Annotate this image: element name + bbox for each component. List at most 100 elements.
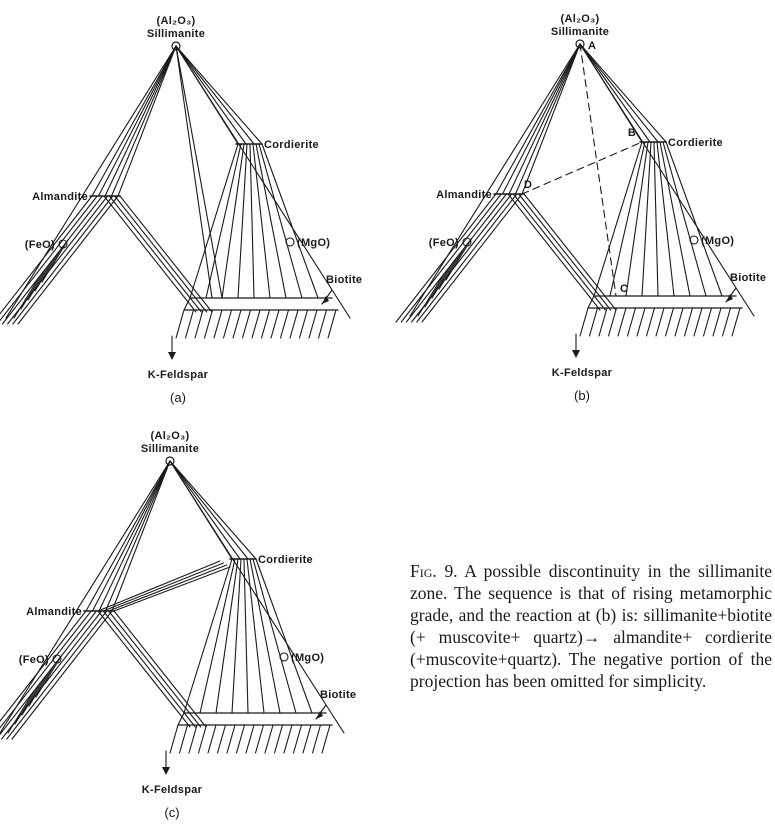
fan-line-alm xyxy=(104,460,171,612)
biotite-label: Biotite xyxy=(730,272,766,284)
left-band-line xyxy=(27,257,55,301)
kfeldspar-tie-line xyxy=(226,724,236,754)
mgo-label: (MgO) xyxy=(701,235,734,247)
apex-biotite-line xyxy=(175,45,213,299)
cordierite-biotite-tie xyxy=(258,143,303,299)
kfeldspar-tie-line xyxy=(731,307,741,337)
kfeldspar-tie-line xyxy=(232,309,242,339)
kfeldspar-tie-line xyxy=(645,307,656,337)
kfeldspar-tie-line xyxy=(674,307,684,337)
kfeldspar-tie-line xyxy=(194,309,204,339)
kfeldspar-tie-line xyxy=(579,307,589,337)
kfeldspar-tie-line xyxy=(216,724,227,754)
left-band-line xyxy=(21,672,49,716)
left-band-line xyxy=(445,237,473,281)
cordierite-biotite-tie xyxy=(653,141,659,297)
almandite-label: Almandite xyxy=(32,191,88,203)
kfeldspar-tie-line xyxy=(207,724,217,754)
alm-cord-tie xyxy=(102,562,224,612)
left-band-line xyxy=(14,681,42,725)
kfeldspar-tie-line xyxy=(712,307,722,337)
kfeldspar-tie-line xyxy=(273,724,284,754)
left-band-line xyxy=(417,273,445,317)
fan-line-alm xyxy=(514,43,581,195)
kfeldspar-tie-line xyxy=(607,307,618,337)
almandite-label: Almandite xyxy=(436,189,492,201)
fan-line-cord xyxy=(579,43,659,143)
cordierite-biotite-tie xyxy=(665,141,723,297)
kfeldspar-tie-line xyxy=(321,724,331,754)
cordierite-biotite-tie xyxy=(261,143,319,299)
apex-formula-label: (Al₂O₃) xyxy=(151,430,190,442)
cordierite-biotite-tie xyxy=(656,141,675,297)
cordierite-biotite-tie xyxy=(243,558,249,714)
kfeldspar-tie-line xyxy=(302,724,312,754)
kfeldspar-tie-line xyxy=(235,724,246,754)
biotite-arrow-head xyxy=(316,711,323,719)
almandite-band-line xyxy=(416,193,518,323)
alm-biotite-band xyxy=(523,193,617,311)
left-band-line xyxy=(13,275,41,319)
cordierite-biotite-tie xyxy=(249,558,281,714)
alm-biotite-band xyxy=(512,193,606,311)
cordierite-biotite-tie xyxy=(255,558,313,714)
kfeldspar-tie-line xyxy=(264,724,274,754)
point-C-label: C xyxy=(620,283,628,295)
triangle-left-side xyxy=(0,460,171,734)
kfeldspar-tie-line xyxy=(311,724,322,754)
fan-line-alm xyxy=(111,460,171,612)
apex-mineral-label: Sillimanite xyxy=(141,443,199,455)
biotite-label: Biotite xyxy=(326,274,362,286)
almandite-band-line xyxy=(400,193,502,323)
almandite-band-line xyxy=(0,610,87,722)
biotite-arrow-head xyxy=(322,296,329,304)
kfeldspar-tie-line xyxy=(245,724,255,754)
caption-lead: Fig. 9. xyxy=(410,561,458,581)
fan-line-cord xyxy=(175,45,263,145)
kfeldspar-arrow-head xyxy=(572,350,580,358)
cordierite-biotite-tie xyxy=(249,143,255,299)
left-band-line xyxy=(438,246,466,290)
kfeldspar-tie-line xyxy=(283,724,293,754)
alm-biotite-band xyxy=(108,610,202,728)
panel-label: (c) xyxy=(164,805,179,820)
fan-line-alm xyxy=(117,45,177,197)
left-band-line xyxy=(431,255,459,299)
kfeldspar-label: K-Feldspar xyxy=(142,784,203,796)
figure-caption: Fig. 9. A possible discontinuity in the … xyxy=(410,560,772,692)
kfeldspar-tie-line xyxy=(178,724,189,754)
kfeldspar-tie-line xyxy=(683,307,694,337)
kfeldspar-tie-line xyxy=(169,724,179,754)
feo-point xyxy=(52,654,62,664)
biotite-bar-end xyxy=(177,712,185,726)
kfeldspar-tie-line xyxy=(188,724,198,754)
mgo-label: (MgO) xyxy=(291,652,324,664)
kfeldspar-tie-line xyxy=(260,309,271,339)
kfeldspar-tie-line xyxy=(636,307,646,337)
fan-line-cord xyxy=(169,460,233,560)
left-band-line xyxy=(34,248,62,292)
almandite-band-line xyxy=(421,193,523,323)
kfeldspar-tie-line xyxy=(222,309,233,339)
cordierite-biotite-tie xyxy=(252,558,297,714)
point-B-label: B xyxy=(628,127,636,139)
almandite-band-line xyxy=(395,193,497,323)
kfeldspar-tie-line xyxy=(213,309,223,339)
cordierite-biotite-tie xyxy=(625,141,649,297)
kfeldspar-tie-line xyxy=(626,307,637,337)
caption-text: A possible discontinuity in the silliman… xyxy=(410,561,772,691)
kfeldspar-label: K-Feldspar xyxy=(552,367,613,379)
kfeldspar-tie-line xyxy=(693,307,703,337)
fan-line-alm xyxy=(85,460,171,612)
kfeldspar-tie-line xyxy=(598,307,608,337)
fan-line-cord xyxy=(175,45,255,145)
triangle-left-side xyxy=(409,43,581,317)
cordierite-biotite-tie xyxy=(237,143,248,299)
alm-biotite-band xyxy=(518,193,612,311)
cordierite-biotite-tie xyxy=(593,141,643,297)
cordierite-label: Cordierite xyxy=(668,137,723,149)
almandite-band-line xyxy=(11,610,113,740)
kfeldspar-tie-line xyxy=(655,307,665,337)
cordierite-biotite-tie xyxy=(659,141,691,297)
fan-line-cord xyxy=(579,43,667,143)
